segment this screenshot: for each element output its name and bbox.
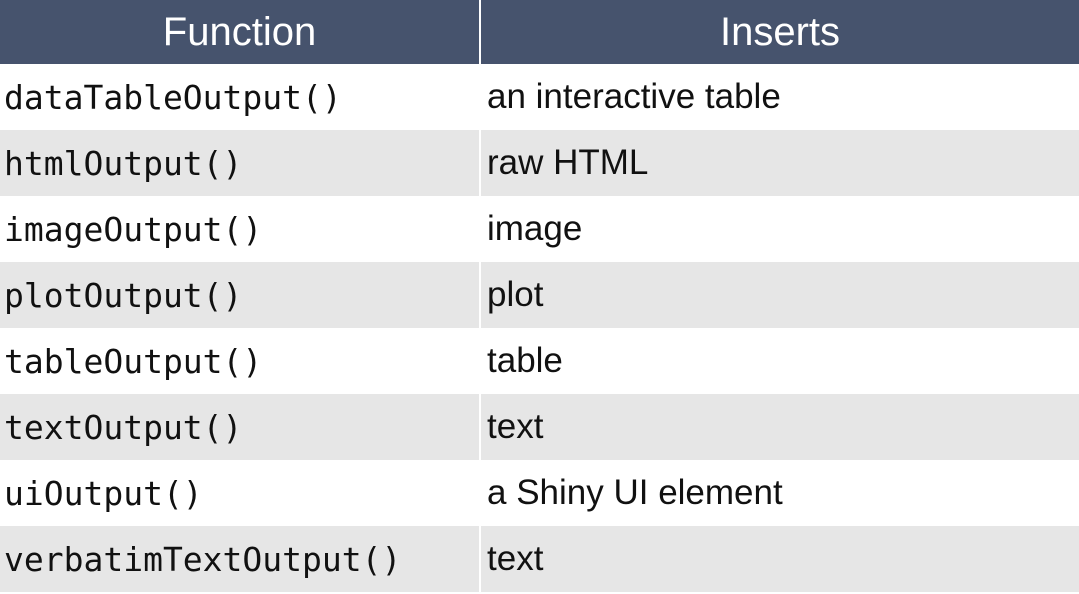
table-row: plotOutput() plot bbox=[0, 262, 1079, 328]
function-cell: uiOutput() bbox=[0, 460, 481, 526]
table-row: uiOutput() a Shiny UI element bbox=[0, 460, 1079, 526]
inserts-cell: table bbox=[487, 341, 563, 380]
header-inserts: Inserts bbox=[719, 9, 841, 54]
inserts-cell: text bbox=[487, 407, 544, 446]
inserts-cell: raw HTML bbox=[487, 143, 649, 182]
table-row: imageOutput() image bbox=[0, 196, 1079, 262]
table-header-row: Function Inserts bbox=[0, 0, 1079, 64]
function-cell: textOutput() bbox=[0, 394, 481, 460]
function-cell: dataTableOutput() bbox=[0, 64, 481, 130]
table-row: dataTableOutput() an interactive table bbox=[0, 64, 1079, 130]
header-function: Function bbox=[0, 0, 481, 64]
table-row: tableOutput() table bbox=[0, 328, 1079, 394]
inserts-cell: image bbox=[487, 209, 583, 248]
inserts-cell: a Shiny UI element bbox=[487, 473, 783, 512]
function-cell: htmlOutput() bbox=[0, 130, 481, 196]
inserts-cell: plot bbox=[487, 275, 544, 314]
inserts-cell: text bbox=[487, 539, 544, 578]
inserts-cell: an interactive table bbox=[487, 77, 781, 116]
function-cell: tableOutput() bbox=[0, 328, 481, 394]
function-cell: plotOutput() bbox=[0, 262, 481, 328]
table-row: textOutput() text bbox=[0, 394, 1079, 460]
table-row: verbatimTextOutput() text bbox=[0, 526, 1079, 592]
function-cell: verbatimTextOutput() bbox=[0, 526, 481, 592]
function-cell: imageOutput() bbox=[0, 196, 481, 262]
table-row: htmlOutput() raw HTML bbox=[0, 130, 1079, 196]
